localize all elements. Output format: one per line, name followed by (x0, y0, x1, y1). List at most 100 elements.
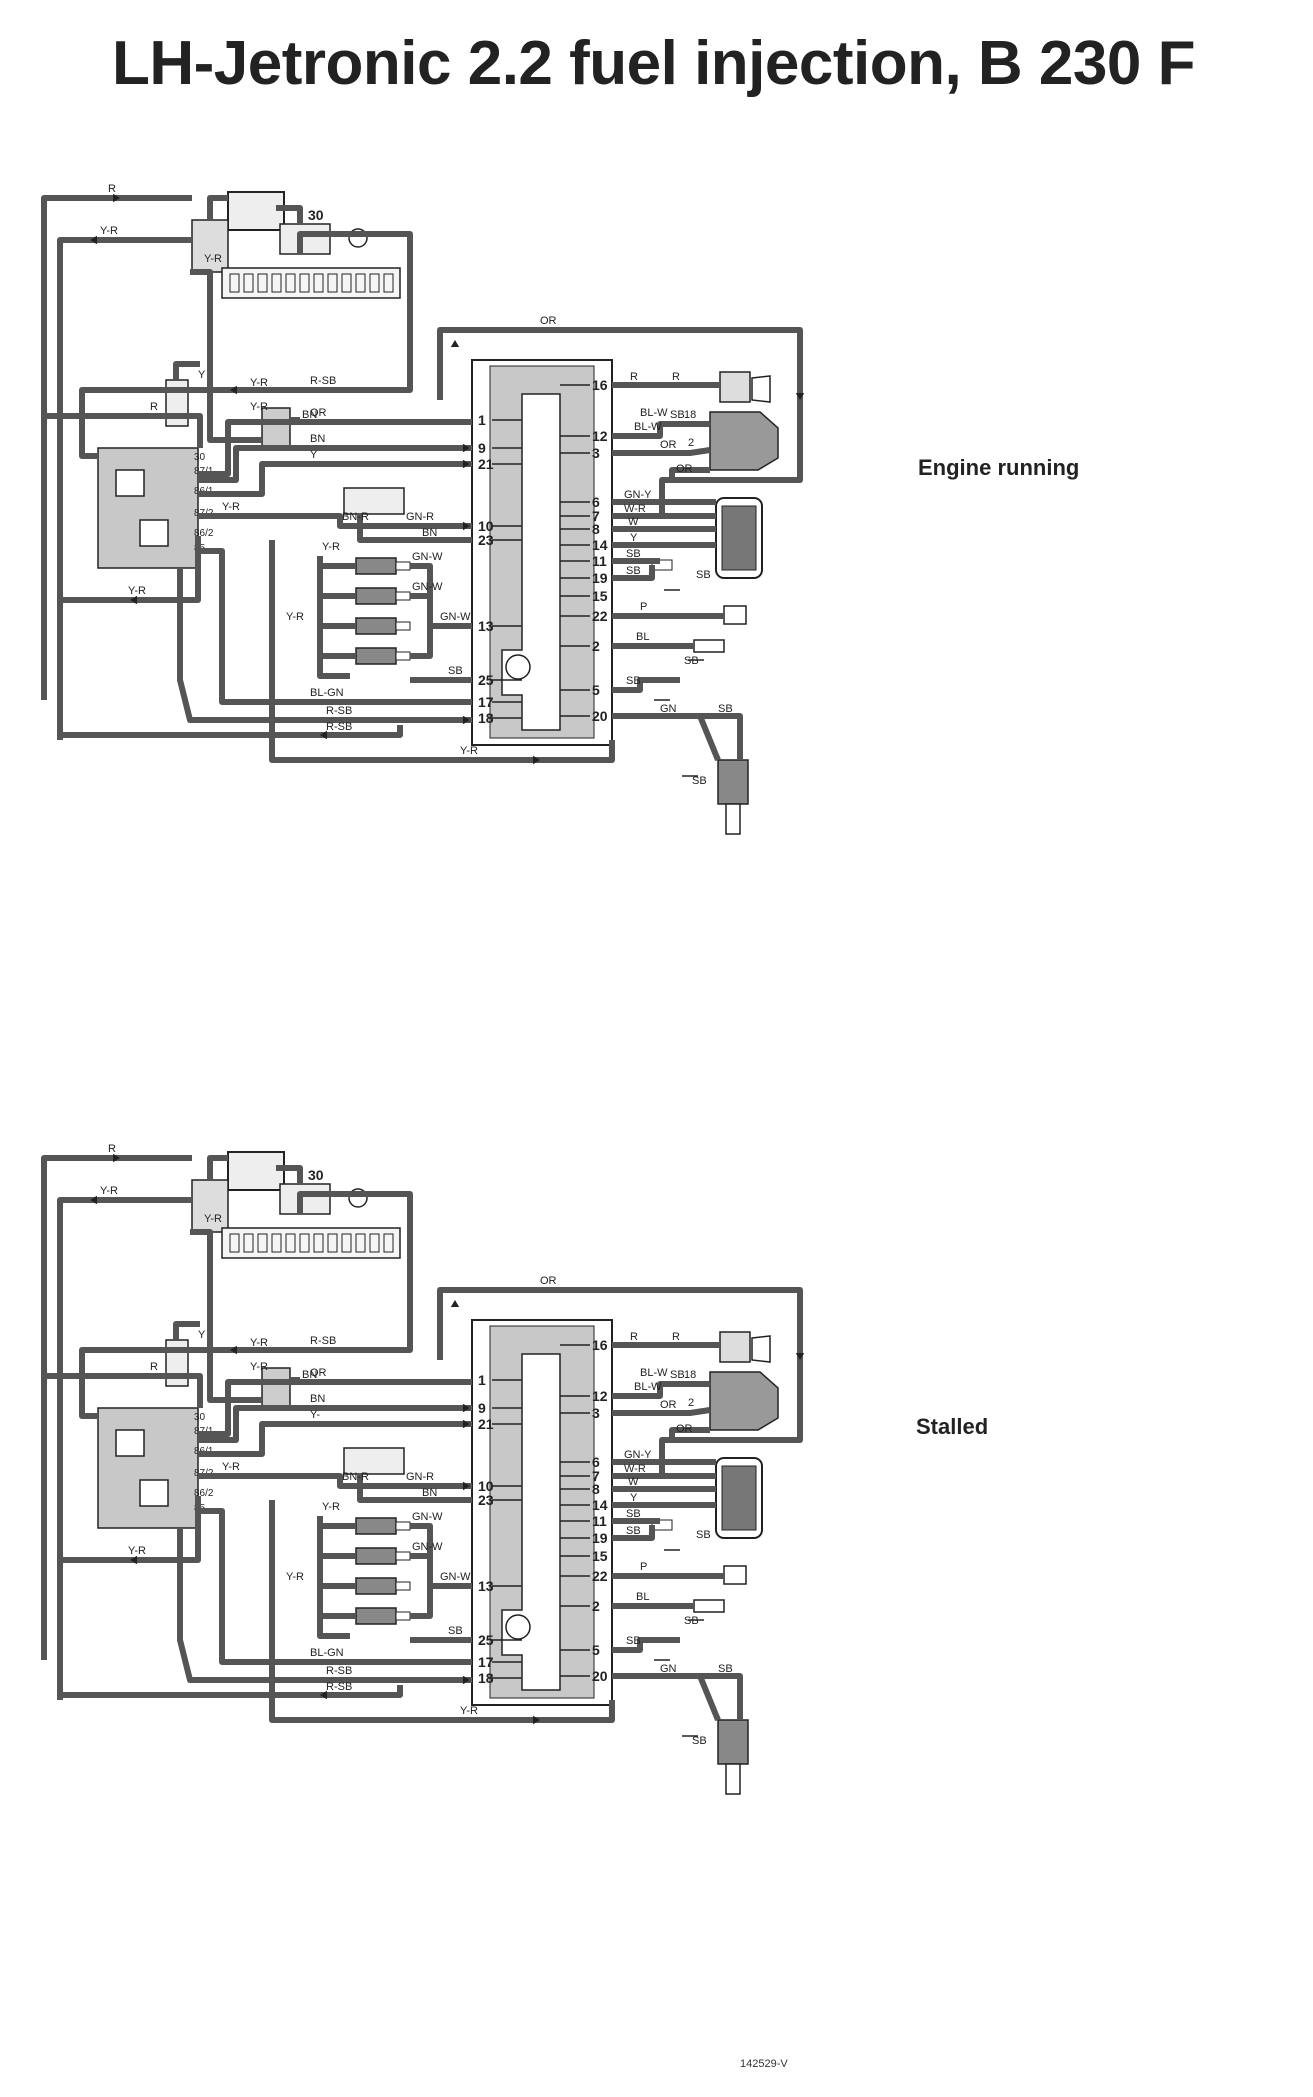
wire-label-wr: W-R (624, 503, 646, 515)
wire-label-yr-pump3: Y-R (250, 401, 268, 413)
coolant-sensor-2 (693, 1599, 725, 1613)
wire-label-y-14: Y (630, 1492, 638, 1504)
ignition-key-icon (348, 1188, 368, 1208)
wire-y-r-top (57, 1197, 192, 1700)
relay-pin-30: 30 (194, 1412, 206, 1423)
arrow-rsb-top (230, 385, 237, 395)
wire-or-tps (669, 1427, 710, 1440)
ecu-pin-15: 15 (592, 1548, 608, 1564)
wire-label-bn-pump: BN (302, 1369, 317, 1381)
wire-gn-20 (612, 713, 721, 762)
ecu-pin-20: 20 (592, 708, 608, 724)
wire-label-sb-lambda: SB (692, 775, 707, 787)
wire-y-pump (173, 1321, 200, 1340)
ignition-switch (279, 223, 331, 255)
ecu-pin-3: 3 (592, 1405, 600, 1421)
wire-label-bn-afm: BN (422, 527, 437, 539)
ecu-pin-10: 10 (478, 1478, 494, 1494)
injector-nozzle-4 (395, 1611, 411, 1621)
fuel-injector-2 (355, 1547, 397, 1565)
fuse-strip (221, 267, 401, 299)
fuse-element (257, 1233, 268, 1253)
wire-r-relay (44, 1373, 203, 1408)
wire-rsb-18 (177, 568, 472, 723)
ecu-pin-10: 10 (478, 518, 494, 534)
ecu-circuit-area (501, 1353, 561, 1691)
wire-label-or-top: OR (540, 1275, 557, 1287)
ecu-pin-2: 2 (592, 638, 600, 654)
arrow-rsb-17 (320, 1690, 327, 1700)
wire-r-sb-top (79, 231, 413, 459)
fuel-injector-1 (355, 1517, 397, 1535)
ecu-pin-25: 25 (478, 1632, 494, 1648)
wire-bl-w (612, 1381, 710, 1399)
ecu-pin-5: 5 (592, 1642, 600, 1658)
wire-label-rsb-18: R-SB (326, 721, 352, 733)
wire-or-3 (612, 1407, 711, 1416)
wire-sb-20 (700, 1673, 743, 1720)
air-mass-meter-core (721, 505, 757, 571)
arrow-yr-top (90, 235, 97, 245)
wire-label-yr-bottom: Y-R (460, 745, 478, 757)
fuse-element (229, 1233, 240, 1253)
lambda-sensor-tip (725, 1763, 741, 1795)
wire-label-r-16b: R (672, 1331, 680, 1343)
fuse-element (313, 1233, 324, 1253)
page-title: LH-Jetronic 2.2 fuel injection, B 230 F (112, 29, 1195, 98)
lambda-sensor (717, 1719, 749, 1765)
wire-label-yr-pump1: Y-R (204, 1213, 222, 1225)
lambda-sensor-tip (725, 803, 741, 835)
fusebox-connector (227, 1151, 285, 1191)
fuse-element (271, 1233, 282, 1253)
ecu-pin-1: 1 (478, 1372, 486, 1388)
arrow-yr-bottom (533, 755, 540, 765)
ecu-pin-3: 3 (592, 445, 600, 461)
wire-battery-link (207, 1155, 228, 1180)
ecu-pin-21: 21 (478, 1416, 494, 1432)
ecu-pin-16: 16 (592, 1337, 608, 1353)
ecu-pin-17: 17 (478, 1654, 494, 1670)
wire-label-sb-5: SB (626, 1635, 641, 1647)
terminal-30: 30 (308, 207, 324, 223)
wire-label-gnw2: GN-W (412, 581, 443, 593)
wire-label-p: P (640, 1561, 647, 1573)
relay-pin-30: 30 (194, 452, 206, 463)
wire-y-relay (198, 1421, 472, 1457)
arrow-yr-left (130, 595, 137, 605)
arrow-y-relay (463, 1419, 470, 1429)
wire-y-relay (198, 461, 472, 497)
wire-label-sb-20: SB (718, 1663, 733, 1675)
wire-bn-relay (198, 445, 472, 483)
fuse-element (341, 273, 352, 293)
wire-label-r-16: R (630, 1331, 638, 1343)
ecu-pin-13: 13 (478, 1578, 494, 1594)
fuse-element (313, 273, 324, 293)
wire-rsb-17 (57, 1685, 403, 1700)
wiring-diagram-stalled: 1921102313251718161236781411191522252030… (41, 1143, 805, 1795)
wire-label-r-top: R (108, 183, 116, 195)
battery-block (191, 219, 229, 273)
wire-label-sb-19: SB (626, 565, 641, 577)
wire-label-w: W (628, 516, 639, 528)
relay-coil-2 (139, 519, 169, 547)
wire-label-p: P (640, 601, 647, 613)
wire-label-sb-2: SB (684, 655, 699, 667)
ecu-pin-14: 14 (592, 537, 608, 553)
ecu-pin-7: 7 (592, 508, 600, 524)
relay-coil-1 (115, 469, 145, 497)
wire-label-r-16b: R (672, 371, 680, 383)
fuse-element (285, 1233, 296, 1253)
arrow-bnr (463, 521, 470, 531)
wire-label-n2: 2 (688, 437, 694, 449)
wire-label-yr-pump1: Y-R (204, 253, 222, 265)
wire-bn-relay (198, 1405, 472, 1443)
fuse-element (243, 1233, 254, 1253)
wire-label-yr-pump2: Y-R (250, 377, 268, 389)
arrow-or-up (450, 340, 460, 347)
fuse-element (327, 1233, 338, 1253)
fuel-pump-symbol (165, 1339, 189, 1387)
wire-label-blw2: BL-W (640, 1367, 668, 1379)
wire-yr-pump (190, 269, 262, 443)
wire-or-3 (612, 447, 711, 456)
